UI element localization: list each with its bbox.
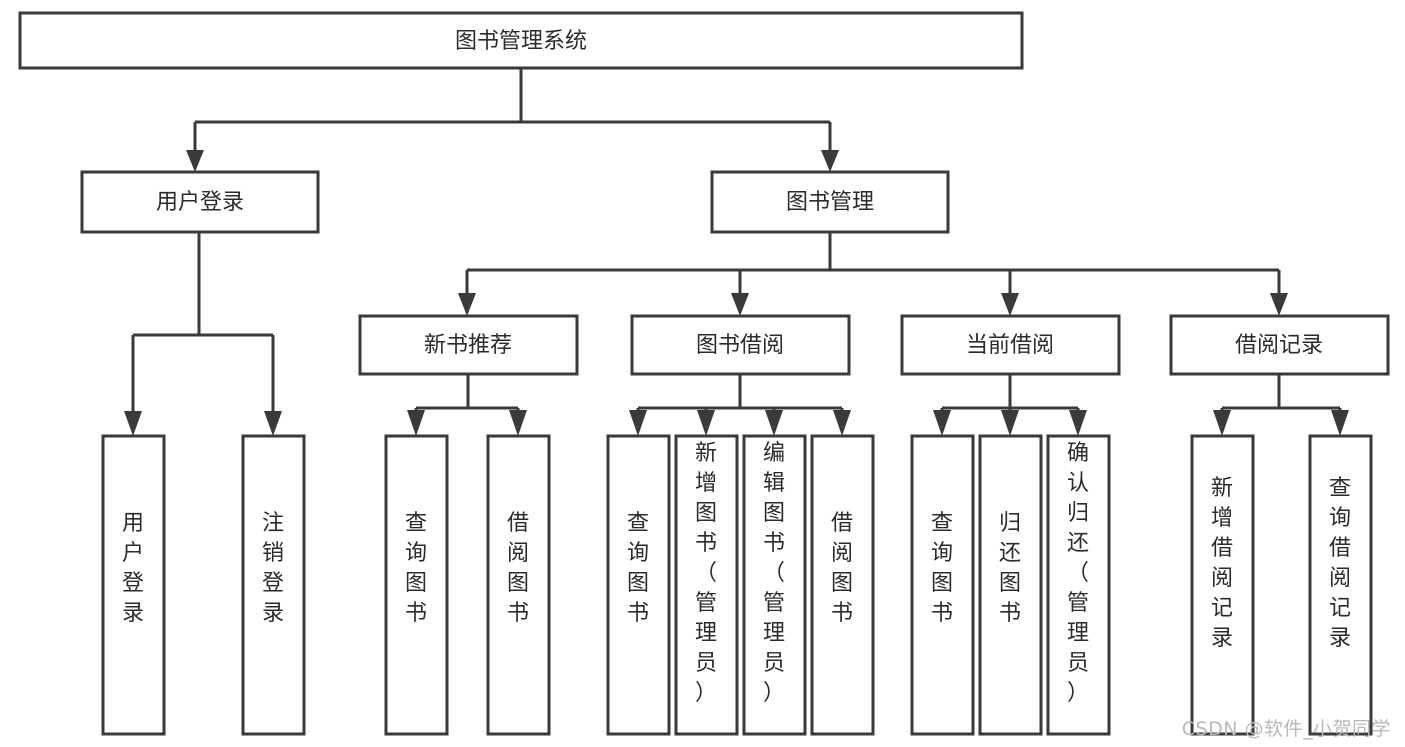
node-leaf-query-book-2[interactable]: 查询图书 <box>606 434 671 736</box>
node-leaf-query-book-3-box[interactable] <box>910 434 975 736</box>
arrowhead-leaf-query-record <box>1331 410 1349 436</box>
node-leaf-user-login-box[interactable] <box>101 434 166 736</box>
arrowhead-to-book-borrow <box>731 293 749 316</box>
node-leaf-borrow-book-1[interactable]: 借阅图书 <box>486 434 551 736</box>
node-leaf-borrow-book-1-label: 借阅图书 <box>507 511 529 626</box>
node-leaf-borrow-book-2-box[interactable] <box>810 434 875 736</box>
node-root-box[interactable] <box>18 11 1024 70</box>
node-book-manage-box[interactable] <box>710 170 950 234</box>
node-borrow-record-label: 借阅记录 <box>1235 333 1323 358</box>
arrowhead-leaf-add-record <box>1213 410 1231 436</box>
node-leaf-logout-label: 注销登录 <box>262 511 284 626</box>
node-leaf-return-book-label: 归还图书 <box>999 511 1021 626</box>
node-leaf-return-book[interactable]: 归还图书 <box>978 434 1043 736</box>
node-user-login[interactable]: 用户登录 <box>80 170 320 234</box>
node-current-borrow-box[interactable] <box>900 314 1121 376</box>
node-leaf-query-record-label: 查询借阅记录 <box>1329 476 1351 651</box>
node-leaf-logout[interactable]: 注销登录 <box>241 434 306 736</box>
node-current-borrow-label: 当前借阅 <box>966 333 1054 358</box>
node-new-book-rec-label: 新书推荐 <box>424 333 512 358</box>
node-leaf-add-book[interactable]: 新增图书（管理员） <box>674 434 739 736</box>
node-book-borrow-box[interactable] <box>630 314 851 376</box>
node-leaf-add-record[interactable]: 新增借阅记录 <box>1190 434 1255 736</box>
node-leaf-borrow-book-1-box[interactable] <box>486 434 551 736</box>
node-new-book-rec-box[interactable] <box>358 314 579 376</box>
node-leaf-query-book-1-label: 查询图书 <box>405 511 427 626</box>
node-leaf-edit-book-box[interactable] <box>742 434 807 736</box>
arrowhead-to-current-borrow <box>1001 293 1019 316</box>
node-current-borrow[interactable]: 当前借阅 <box>900 314 1121 376</box>
arrowhead-leaf-logout <box>264 411 282 436</box>
arrowhead-leaf-borrow-book-1 <box>509 410 527 436</box>
node-leaf-logout-box[interactable] <box>241 434 306 736</box>
node-leaf-query-book-2-box[interactable] <box>606 434 671 736</box>
node-leaf-add-record-label: 新增借阅记录 <box>1211 476 1233 651</box>
arrowhead-leaf-query-book-2 <box>629 410 647 436</box>
arrowhead-leaf-query-book-3 <box>933 410 951 436</box>
node-leaf-add-book-box[interactable] <box>674 434 739 736</box>
node-leaf-user-login[interactable]: 用户登录 <box>101 434 166 736</box>
arrowhead-to-new-book-rec <box>458 293 476 316</box>
arrowhead-leaf-borrow-book-2 <box>833 410 851 436</box>
node-leaf-edit-book[interactable]: 编辑图书（管理员） <box>742 434 807 736</box>
arrowhead-to-borrow-record <box>1270 293 1288 316</box>
arrowhead-leaf-user-login <box>124 411 142 436</box>
node-user-login-label: 用户登录 <box>156 190 244 215</box>
node-root[interactable]: 图书管理系统 <box>18 11 1024 70</box>
node-leaf-confirm-return[interactable]: 确认归还（管理员） <box>1046 434 1111 736</box>
node-leaf-edit-book-label: 编辑图书（管理员） <box>763 441 785 706</box>
arrowhead-leaf-query-book-1 <box>407 410 425 436</box>
node-leaf-query-book-2-label: 查询图书 <box>627 511 649 626</box>
node-borrow-record[interactable]: 借阅记录 <box>1169 314 1390 376</box>
arrowhead-leaf-return-book <box>1001 410 1019 436</box>
node-book-manage-label: 图书管理 <box>786 190 874 215</box>
node-new-book-rec[interactable]: 新书推荐 <box>358 314 579 376</box>
connector-layer <box>124 68 1349 436</box>
node-leaf-return-book-box[interactable] <box>978 434 1043 736</box>
node-leaf-query-book-1[interactable]: 查询图书 <box>384 434 449 736</box>
node-leaf-confirm-return-label: 确认归还（管理员） <box>1067 441 1089 706</box>
node-leaf-add-book-label: 新增图书（管理员） <box>695 441 717 706</box>
node-book-manage[interactable]: 图书管理 <box>710 170 950 234</box>
node-book-borrow-label: 图书借阅 <box>696 333 784 358</box>
arrowhead-root-to-bookmanage <box>821 150 839 172</box>
node-leaf-query-record-box[interactable] <box>1308 434 1373 736</box>
node-leaf-borrow-book-2-label: 借阅图书 <box>831 511 853 626</box>
node-leaf-query-record[interactable]: 查询借阅记录 <box>1308 434 1373 736</box>
node-leaf-query-book-3[interactable]: 查询图书 <box>910 434 975 736</box>
node-leaf-confirm-return-box[interactable] <box>1046 434 1111 736</box>
node-leaf-borrow-book-2[interactable]: 借阅图书 <box>810 434 875 736</box>
arrowhead-leaf-confirm-return <box>1069 410 1087 436</box>
arrowhead-root-to-userlogin <box>186 150 204 172</box>
arrowhead-leaf-add-book <box>697 410 715 436</box>
node-leaf-query-book-3-label: 查询图书 <box>931 511 953 626</box>
node-leaf-add-record-box[interactable] <box>1190 434 1255 736</box>
node-user-login-box[interactable] <box>80 170 320 234</box>
node-leaf-query-book-1-box[interactable] <box>384 434 449 736</box>
node-root-label: 图书管理系统 <box>455 29 587 54</box>
node-book-borrow[interactable]: 图书借阅 <box>630 314 851 376</box>
node-leaf-user-login-label: 用户登录 <box>122 511 144 626</box>
node-borrow-record-box[interactable] <box>1169 314 1390 376</box>
arrowhead-leaf-edit-book <box>765 410 783 436</box>
